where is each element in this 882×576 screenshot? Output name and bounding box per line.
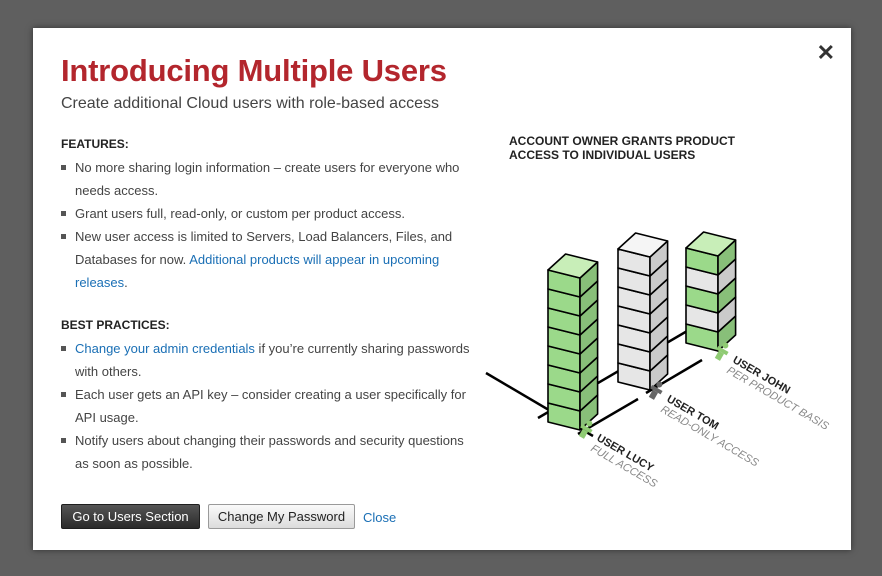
feature-text-end: . [124, 275, 128, 290]
person-icon [648, 381, 663, 400]
close-link[interactable]: Close [363, 510, 397, 525]
user-john-label: USER JOHN PER PRODUCT BASIS [714, 342, 832, 433]
dialog-subtitle: Create additional Cloud users with role-… [61, 95, 439, 112]
person-icon [578, 420, 593, 439]
list-item: Change your admin credentials if you’re … [61, 337, 471, 383]
practice-text: if you’re currently sharing passwords wi… [75, 341, 470, 379]
features-heading: FEATURES: [61, 137, 129, 151]
additional-products-link[interactable]: Additional products will appear in upcom… [75, 252, 440, 290]
list-item: No more sharing login information – crea… [61, 156, 471, 202]
user-access: PER PRODUCT BASIS [725, 365, 832, 433]
go-to-users-button[interactable]: Go to Users Section [61, 504, 200, 529]
list-item: Grant users full, read-only, or custom p… [61, 202, 471, 225]
tower-cube-top [685, 231, 737, 257]
change-admin-credentials-link[interactable]: Change your admin credentials [75, 341, 255, 356]
tower-cube-top [617, 232, 669, 258]
practice-text: Each user gets an API key – consider cre… [75, 387, 466, 425]
user-tom-label: USER TOM READ-ONLY ACCESS [648, 381, 762, 470]
intro-dialog: ✕ Introducing Multiple Users Create addi… [33, 28, 851, 550]
close-icon[interactable]: ✕ [816, 40, 835, 65]
feature-text: Grant users full, read-only, or custom p… [75, 206, 405, 221]
practice-text: Notify users about changing their passwo… [75, 433, 464, 471]
best-practices-list: Change your admin credentials if you’re … [61, 337, 471, 475]
features-list: No more sharing login information – crea… [61, 156, 471, 294]
list-item: New user access is limited to Servers, L… [61, 225, 471, 294]
feature-text: No more sharing login information – crea… [75, 160, 460, 198]
user-access-diagram: USER LUCY FULL ACCESS USER TOM READ-ONLY… [485, 231, 832, 491]
feature-text: New user access is limited to Servers, L… [75, 229, 453, 267]
list-item: Each user gets an API key – consider cre… [61, 383, 471, 429]
tower-cube-top [547, 253, 599, 279]
list-item: Notify users about changing their passwo… [61, 429, 471, 475]
towers [547, 231, 737, 431]
user-access: READ-ONLY ACCESS [659, 404, 762, 470]
change-password-button[interactable]: Change My Password [208, 504, 355, 529]
user-lucy-label: USER LUCY FULL ACCESS [578, 420, 660, 491]
diagram-title: ACCOUNT OWNER GRANTS PRODUCT ACCESS TO I… [509, 134, 735, 162]
person-icon [714, 342, 729, 361]
best-practices-heading: BEST PRACTICES: [61, 318, 170, 332]
dialog-title: Introducing Multiple Users [61, 53, 447, 88]
